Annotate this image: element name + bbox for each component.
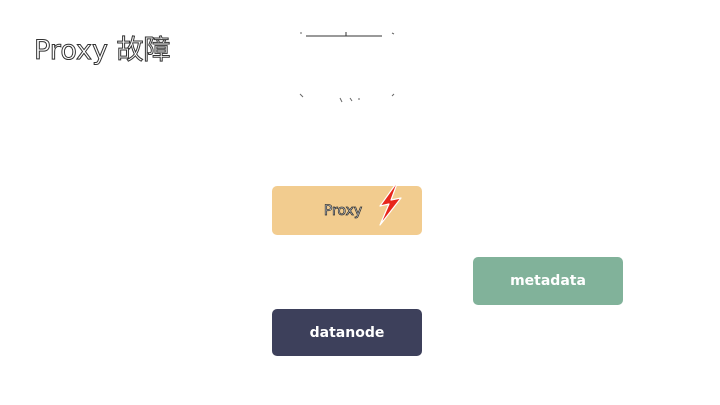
client-outline-graphic — [299, 32, 395, 103]
page-title: Proxy 故障 — [34, 35, 172, 67]
proxy-label: Proxy — [323, 202, 363, 219]
metadata-node: metadata — [473, 257, 623, 305]
datanode-node: datanode — [272, 309, 422, 356]
lightning-bolt-icon — [379, 180, 402, 226]
proxy-node: Proxy — [272, 186, 422, 235]
